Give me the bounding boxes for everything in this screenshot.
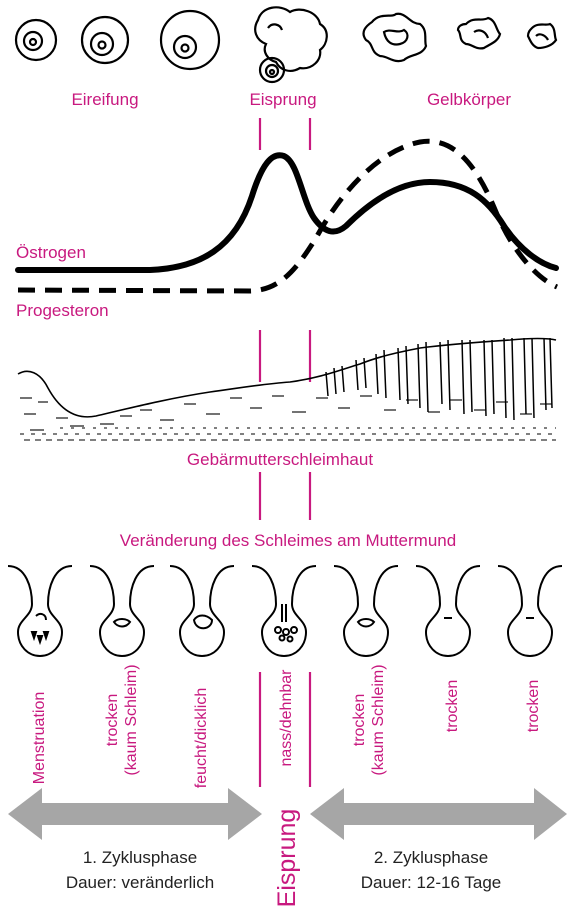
estrogen-label: Östrogen <box>16 243 86 262</box>
cervix-dry-2-icon <box>334 566 398 656</box>
phase2-title: 2. Zyklusphase <box>374 848 488 867</box>
stage-label-1: Menstruation <box>31 692 48 785</box>
cervix-stage-labels: Menstruation trocken (kaum Schleim) feuc… <box>31 664 542 788</box>
cervix-title: Veränderung des Schleimes am Muttermund <box>120 531 456 550</box>
phase1-title: 1. Zyklusphase <box>83 848 197 867</box>
ruptured-follicle-icon <box>255 7 327 82</box>
phase1-duration: Dauer: veränderlich <box>66 873 214 892</box>
corpus-luteum-small-icon <box>528 24 556 48</box>
cervix-dry-1-icon <box>90 566 154 656</box>
progesterone-label: Progesteron <box>16 301 109 320</box>
stage-label-5b: (kaum Schleim) <box>370 664 387 775</box>
cervix-sketches <box>8 566 562 656</box>
cervix-wet-icon <box>252 566 316 656</box>
phase2-duration: Dauer: 12-16 Tage <box>361 873 502 892</box>
phase2-double-arrow <box>310 788 567 840</box>
corpus-luteum-medium-icon <box>458 18 500 48</box>
cervix-moist-icon <box>170 566 234 656</box>
cervix-dry-3-icon <box>416 566 480 656</box>
stage-label-7: trocken <box>525 680 542 732</box>
follicle-sketches <box>16 7 556 82</box>
corpus-luteum-large-icon <box>364 14 426 61</box>
endometrium-label: Gebärmutterschleimhaut <box>187 450 373 469</box>
stage-label-4: nass/dehnbar <box>278 669 295 767</box>
stage-label-2b: (kaum Schleim) <box>123 664 140 775</box>
stage-label-3: feucht/dicklich <box>193 688 210 789</box>
endometrium-glands <box>326 338 552 420</box>
phase-label-eisprung: Eisprung <box>249 90 316 109</box>
phase1-double-arrow <box>8 788 262 840</box>
follicle-large-icon <box>161 11 219 69</box>
stage-label-5a: trocken <box>351 694 368 746</box>
endometrium-surface <box>18 339 556 417</box>
phase-label-gelbkoerper: Gelbkörper <box>427 90 511 109</box>
cervix-menstruation-icon <box>8 566 72 656</box>
follicle-medium-icon <box>82 17 128 63</box>
endometrium-texture <box>20 396 556 440</box>
estrogen-curve <box>18 155 556 270</box>
stage-label-2a: trocken <box>104 694 121 746</box>
cervix-dry-4-icon <box>498 566 562 656</box>
follicle-small-icon <box>16 20 56 60</box>
phase-label-eireifung: Eireifung <box>71 90 138 109</box>
stage-label-6: trocken <box>444 680 461 732</box>
endometrium-layer <box>18 338 556 440</box>
ovulation-vertical-label: Eisprung <box>273 809 301 908</box>
